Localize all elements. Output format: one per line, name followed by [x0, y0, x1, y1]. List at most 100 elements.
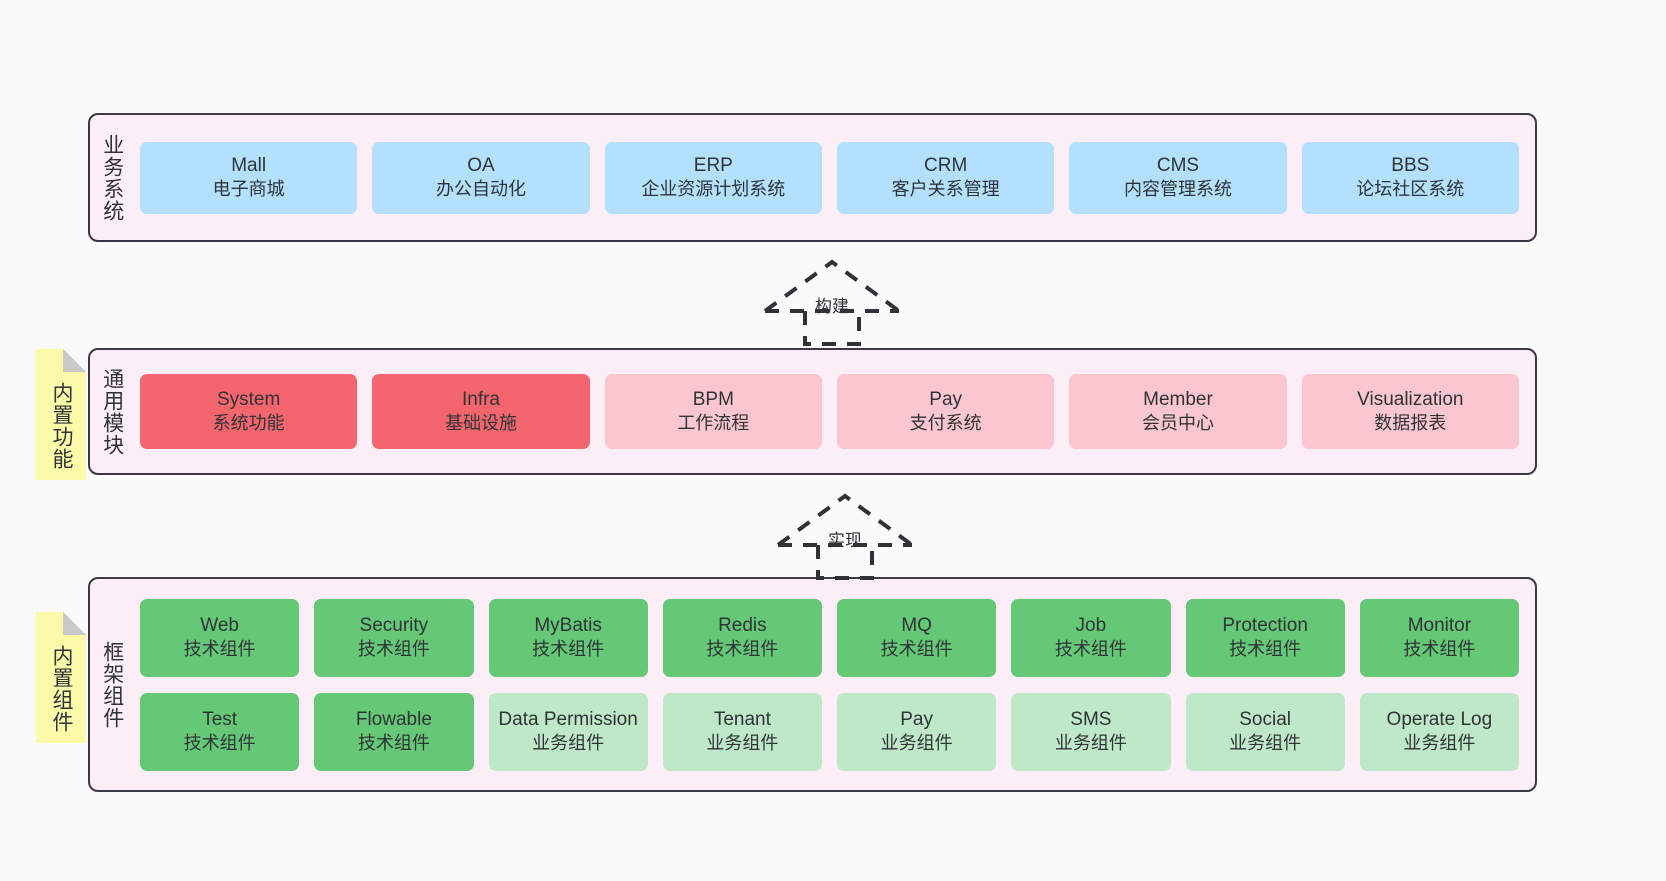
- card-mybatis[interactable]: MyBatis 技术组件: [488, 598, 648, 677]
- card-cms-desc: 内容管理系统: [1123, 179, 1232, 200]
- card-system-title: System: [216, 388, 281, 410]
- card-pay-component-desc: 业务组件: [880, 733, 953, 754]
- card-web-title: Web: [200, 614, 239, 636]
- card-security-title: Security: [359, 614, 429, 636]
- card-monitor[interactable]: Monitor 技术组件: [1359, 598, 1519, 677]
- card-flowable-title: Flowable: [355, 708, 432, 730]
- card-sms-desc: 业务组件: [1054, 733, 1127, 754]
- card-bbs[interactable]: BBS 论坛社区系统: [1301, 141, 1519, 214]
- card-flowable-desc: 技术组件: [357, 733, 430, 754]
- card-social[interactable]: Social 业务组件: [1185, 692, 1345, 771]
- framework-components-card-container: Web 技术组件 Security 技术组件 MyBatis 技术组件 Redi…: [134, 579, 1535, 790]
- realize-arrow-stem: [816, 545, 874, 580]
- card-web-desc: 技术组件: [183, 639, 256, 660]
- card-bbs-title: BBS: [1391, 154, 1430, 176]
- card-oa-title: OA: [467, 154, 495, 176]
- card-protection[interactable]: Protection 技术组件: [1185, 598, 1345, 677]
- card-redis[interactable]: Redis 技术组件: [662, 598, 822, 677]
- card-monitor-title: Monitor: [1407, 614, 1472, 636]
- card-tenant-desc: 业务组件: [706, 733, 779, 754]
- card-data-permission-title: Data Permission: [498, 708, 638, 730]
- card-social-title: Social: [1239, 708, 1291, 730]
- card-social-desc: 业务组件: [1229, 733, 1302, 754]
- build-arrowhead-icon: [763, 259, 901, 313]
- card-pay-module-title: Pay: [929, 388, 963, 410]
- card-oa[interactable]: OA 办公自动化: [372, 141, 590, 214]
- card-system-desc: 系统功能: [212, 413, 285, 434]
- card-test[interactable]: Test 技术组件: [140, 692, 300, 771]
- card-operate-log[interactable]: Operate Log 业务组件: [1359, 692, 1519, 771]
- common-modules-band: 通用模块 System 系统功能 Infra 基础设施 BPM 工作流程 Pay…: [88, 348, 1537, 475]
- note-built-in-components: 内置组件: [36, 612, 86, 743]
- framework-components-band-title: 框架组件: [100, 640, 124, 729]
- card-sms-title: SMS: [1070, 708, 1112, 730]
- card-visualization[interactable]: Visualization 数据报表: [1301, 374, 1519, 449]
- card-mq-desc: 技术组件: [880, 639, 953, 660]
- card-erp-title: ERP: [693, 154, 733, 176]
- card-erp-desc: 企业资源计划系统: [641, 179, 786, 200]
- card-redis-title: Redis: [718, 614, 767, 636]
- card-infra-title: Infra: [461, 388, 500, 410]
- framework-components-band: 框架组件 Web 技术组件 Security 技术组件 MyBatis 技术组件…: [88, 577, 1537, 792]
- framework-components-row-1: Web 技术组件 Security 技术组件 MyBatis 技术组件 Redi…: [140, 598, 1519, 677]
- business-systems-band-title: 业务系统: [100, 133, 124, 222]
- card-redis-desc: 技术组件: [706, 639, 779, 660]
- card-mall-desc: 电子商城: [212, 179, 285, 200]
- card-mybatis-desc: 技术组件: [532, 639, 605, 660]
- card-test-title: Test: [202, 708, 238, 730]
- card-member-desc: 会员中心: [1141, 413, 1214, 434]
- card-job-title: Job: [1075, 614, 1107, 636]
- card-monitor-desc: 技术组件: [1403, 639, 1476, 660]
- card-operate-log-title: Operate Log: [1386, 708, 1493, 730]
- card-mall-title: Mall: [231, 154, 267, 176]
- realize-arrowhead-icon: [776, 493, 914, 547]
- card-member[interactable]: Member 会员中心: [1069, 374, 1287, 449]
- connector-build: 构建: [757, 256, 907, 346]
- note-built-in-functions: 内置功能: [36, 349, 86, 480]
- card-bpm-title: BPM: [692, 388, 734, 410]
- card-infra[interactable]: Infra 基础设施: [372, 374, 590, 449]
- note-built-in-functions-label: 内置功能: [49, 381, 73, 470]
- card-operate-log-desc: 业务组件: [1403, 733, 1476, 754]
- card-data-permission-desc: 业务组件: [532, 733, 605, 754]
- card-visualization-desc: 数据报表: [1374, 413, 1447, 434]
- card-job[interactable]: Job 技术组件: [1011, 598, 1171, 677]
- card-crm-desc: 客户关系管理: [891, 179, 1000, 200]
- card-bpm[interactable]: BPM 工作流程: [604, 374, 822, 449]
- card-oa-desc: 办公自动化: [435, 179, 526, 200]
- card-pay-component-title: Pay: [900, 708, 933, 730]
- card-pay-component[interactable]: Pay 业务组件: [837, 692, 997, 771]
- card-mq-title: MQ: [901, 614, 932, 636]
- card-security[interactable]: Security 技术组件: [314, 598, 474, 677]
- connector-realize: 实现: [770, 490, 920, 580]
- card-visualization-title: Visualization: [1357, 388, 1464, 410]
- card-mybatis-title: MyBatis: [534, 614, 602, 636]
- card-tenant[interactable]: Tenant 业务组件: [662, 692, 822, 771]
- card-mall[interactable]: Mall 电子商城: [140, 141, 358, 214]
- card-data-permission[interactable]: Data Permission 业务组件: [488, 692, 648, 771]
- card-cms[interactable]: CMS 内容管理系统: [1069, 141, 1287, 214]
- card-flowable[interactable]: Flowable 技术组件: [314, 692, 474, 771]
- card-infra-desc: 基础设施: [444, 413, 517, 434]
- card-crm-title: CRM: [924, 154, 968, 176]
- card-pay-module[interactable]: Pay 支付系统: [836, 374, 1055, 449]
- card-cms-title: CMS: [1156, 154, 1200, 176]
- card-web[interactable]: Web 技术组件: [140, 598, 300, 677]
- card-crm[interactable]: CRM 客户关系管理: [836, 141, 1055, 214]
- card-sms[interactable]: SMS 业务组件: [1011, 692, 1171, 771]
- card-protection-desc: 技术组件: [1229, 639, 1302, 660]
- business-systems-band: 业务系统 Mall 电子商城 OA 办公自动化 ERP 企业资源计划系统 CRM…: [88, 113, 1537, 242]
- business-systems-row: Mall 电子商城 OA 办公自动化 ERP 企业资源计划系统 CRM 客户关系…: [140, 141, 1519, 214]
- card-system[interactable]: System 系统功能: [140, 374, 358, 449]
- card-security-desc: 技术组件: [357, 639, 430, 660]
- card-member-title: Member: [1143, 388, 1213, 410]
- build-arrow-stem: [803, 311, 861, 346]
- card-protection-title: Protection: [1222, 614, 1308, 636]
- card-erp[interactable]: ERP 企业资源计划系统: [604, 141, 822, 214]
- business-systems-card-container: Mall 电子商城 OA 办公自动化 ERP 企业资源计划系统 CRM 客户关系…: [134, 115, 1535, 240]
- note-built-in-components-label: 内置组件: [49, 644, 73, 733]
- card-pay-module-desc: 支付系统: [909, 413, 982, 434]
- card-bpm-desc: 工作流程: [677, 413, 750, 434]
- card-mq[interactable]: MQ 技术组件: [837, 598, 997, 677]
- card-test-desc: 技术组件: [183, 733, 256, 754]
